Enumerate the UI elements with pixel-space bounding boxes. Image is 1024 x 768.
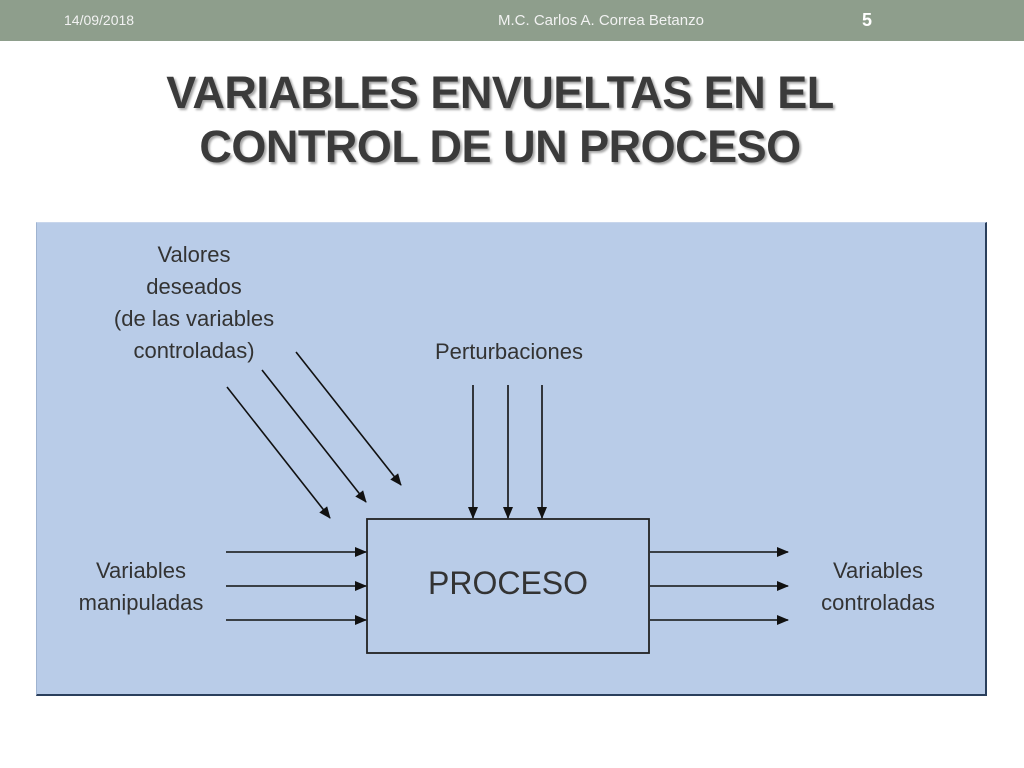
process-label: PROCESO bbox=[428, 565, 588, 601]
title-line-2: CONTROL DE UN PROCESO bbox=[199, 121, 801, 172]
slide-title: VARIABLES ENVUELTAS EN EL CONTROL DE UN … bbox=[60, 66, 940, 174]
manipulated-line-2: manipuladas bbox=[79, 590, 204, 615]
diagram-panel bbox=[36, 222, 987, 696]
process-box bbox=[366, 518, 650, 654]
desired-values-label: Valores deseados (de las variables contr… bbox=[114, 242, 274, 363]
desired-arrow-2 bbox=[261, 369, 367, 503]
desired-arrow-3 bbox=[295, 351, 402, 486]
title-line-1: VARIABLES ENVUELTAS EN EL bbox=[166, 67, 834, 118]
controlled-line-1: Variables bbox=[833, 558, 923, 583]
controlled-line-2: controladas bbox=[821, 590, 935, 615]
desired-values-line-3: (de las variables bbox=[114, 306, 274, 331]
input-arrows bbox=[226, 547, 367, 625]
desired-values-arrows bbox=[226, 351, 402, 519]
header-author: M.C. Carlos A. Correa Betanzo bbox=[498, 12, 704, 29]
page-number: 5 bbox=[862, 10, 873, 30]
manipulated-line-1: Variables bbox=[96, 558, 186, 583]
desired-values-line-2: deseados bbox=[146, 274, 241, 299]
desired-arrow-1 bbox=[226, 386, 331, 519]
output-arrows bbox=[650, 547, 789, 625]
desired-values-line-1: Valores bbox=[158, 242, 231, 267]
desired-values-line-4: controladas) bbox=[133, 338, 254, 363]
disturbances-label: Perturbaciones bbox=[435, 339, 583, 364]
manipulated-variables-label: Variables manipuladas bbox=[79, 558, 204, 615]
controlled-variables-label: Variables controladas bbox=[821, 558, 935, 615]
disturbance-arrows bbox=[468, 385, 547, 519]
header-date: 14/09/2018 bbox=[64, 12, 135, 28]
header-bar: 14/09/2018 M.C. Carlos A. Correa Betanzo… bbox=[0, 0, 1024, 41]
